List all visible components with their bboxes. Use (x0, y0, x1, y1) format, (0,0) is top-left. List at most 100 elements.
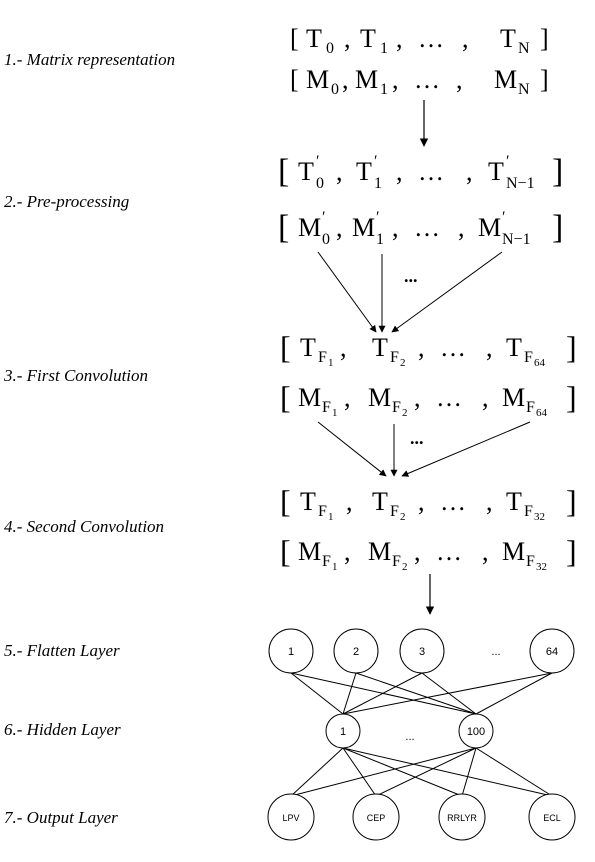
comma: , (336, 157, 343, 186)
mf2-subsubscript: 2 (402, 407, 408, 419)
comma: , (466, 157, 473, 186)
comma: , (414, 383, 421, 412)
mn-subscript: N (518, 81, 530, 98)
mf2b-symbol: M (368, 537, 391, 566)
flatten-node-64-label: 64 (546, 646, 558, 658)
pre-processing-block: [ T ′ 0 , T ′ 1 , … , T ′ N−1 ] [ M ′ 0 … (278, 153, 563, 248)
mf2-row-close-bracket: ] (566, 533, 577, 569)
step-label-first-convolution: 3.- First Convolution (4, 366, 149, 385)
mn-symbol: M (494, 65, 517, 94)
tf2-symbol: T (372, 333, 388, 362)
mf1-symbol: M (298, 383, 321, 412)
comma: , (482, 537, 489, 566)
edge-flatten2-hidden100 (355, 672, 477, 715)
tf1b-subsubscript: 1 (328, 511, 334, 523)
matrix-representation-block: [ T 0 , T 1 , … , T N ] [ M 0 , M 1 , … … (290, 24, 549, 98)
tf1-subscript: F (318, 349, 327, 366)
output-node-ecl-label: ECL (543, 813, 561, 823)
m-row-open-bracket: [ (290, 65, 299, 94)
m-row-close-bracket: ] (540, 65, 549, 94)
tf32-subsubscript: 32 (534, 511, 545, 523)
t-row-open-bracket: [ (290, 24, 299, 53)
tn-subscript: N (518, 40, 530, 57)
comma: , (344, 537, 351, 566)
mp0-prime: ′ (322, 209, 326, 226)
tf1b-symbol: T (300, 487, 316, 516)
edge-hidden100-ecl (475, 747, 553, 797)
t1-subscript: 1 (380, 40, 388, 57)
edge-flatten2-hidden1 (342, 672, 357, 715)
tf2-row-close-bracket: ] (566, 483, 577, 519)
edge-hidden100-lpv (290, 747, 477, 797)
comma: , (396, 157, 403, 186)
edge-hidden100-rrlyr (461, 747, 477, 797)
flatten-node-64 (529, 628, 575, 674)
tf1-subsubscript: 1 (328, 357, 334, 369)
tf2-subscript: F (390, 349, 399, 366)
output-node-lpv-label: LPV (282, 813, 299, 823)
tp0-prime: ′ (316, 153, 320, 170)
hidden-node-100-label: 100 (467, 726, 485, 738)
comma: , (346, 487, 353, 516)
step-label-matrix-representation: 1.- Matrix representation (4, 50, 176, 69)
hidden-node-1-label: 1 (340, 726, 346, 738)
mf64-symbol: M (502, 383, 525, 412)
mf32-subscript: F (526, 553, 535, 570)
comma: , (462, 24, 469, 53)
ellipsis: … (440, 487, 466, 516)
mf2b-subsubscript: 2 (402, 561, 408, 573)
tf2b-symbol: T (372, 487, 388, 516)
arrow-step2-right (391, 251, 503, 333)
connector-dots-step2: ... (404, 266, 418, 286)
tf2b-subscript: F (390, 503, 399, 520)
tpn-prime: ′ (506, 153, 510, 170)
ellipsis: … (436, 537, 462, 566)
tf64-symbol: T (506, 333, 522, 362)
mp1-prime: ′ (376, 209, 380, 226)
hidden-node-100 (458, 713, 494, 749)
output-node-rrlyr-label: RRLYR (447, 813, 477, 823)
tp1-subscript: 1 (374, 175, 382, 192)
network-connections (290, 672, 553, 797)
t0-subscript: 0 (326, 40, 334, 57)
step-label-output-layer: 7.- Output Layer (4, 808, 118, 827)
mf2-subscript: F (392, 399, 401, 416)
hidden-node-1 (325, 713, 361, 749)
mpn-subscript: N−1 (502, 231, 531, 248)
flatten-node-2 (333, 628, 379, 674)
mf64-subscript: F (526, 399, 535, 416)
second-convolution-block: [ T F 1 , T F 2 , … , T F 32 ] [ M F 1 ,… (280, 483, 577, 573)
arrow-step3-left (317, 421, 387, 477)
step-label-hidden-layer: 6.- Hidden Layer (4, 720, 121, 739)
arrow-step2-left (317, 251, 377, 333)
flatten-layer-nodes: 1 2 3 ... 64 (268, 628, 575, 674)
step-label-second-convolution: 4.- Second Convolution (4, 517, 165, 536)
ellipsis: … (436, 383, 462, 412)
ellipsis: … (414, 213, 440, 242)
t-row-close-bracket: ] (540, 24, 549, 53)
mp0-symbol: M (298, 213, 321, 242)
m0-subscript: 0 (331, 81, 339, 98)
edge-flatten1-hidden1 (290, 672, 344, 715)
tf2-subsubscript: 2 (400, 357, 406, 369)
output-node-lpv (267, 793, 315, 841)
comma: , (414, 537, 421, 566)
flatten-node-1-label: 1 (288, 646, 294, 658)
tpn-subscript: N−1 (506, 175, 535, 192)
flatten-node-3-label: 3 (419, 646, 425, 658)
ellipsis: … (440, 333, 466, 362)
mf1-subsubscript: 1 (332, 407, 338, 419)
mp1-subscript: 1 (376, 231, 384, 248)
comma: , (396, 24, 403, 53)
mf1b-subscript: F (322, 553, 331, 570)
tp0-subscript: 0 (316, 175, 324, 192)
comma: , (456, 65, 463, 94)
mf32-subsubscript: 32 (536, 561, 547, 573)
mf2-row-open-bracket: [ (280, 533, 291, 569)
tf-row-close-bracket: ] (566, 329, 577, 365)
comma: , (418, 333, 425, 362)
comma: , (392, 65, 399, 94)
tp1-symbol: T (356, 157, 372, 186)
flatten-node-3 (399, 628, 445, 674)
